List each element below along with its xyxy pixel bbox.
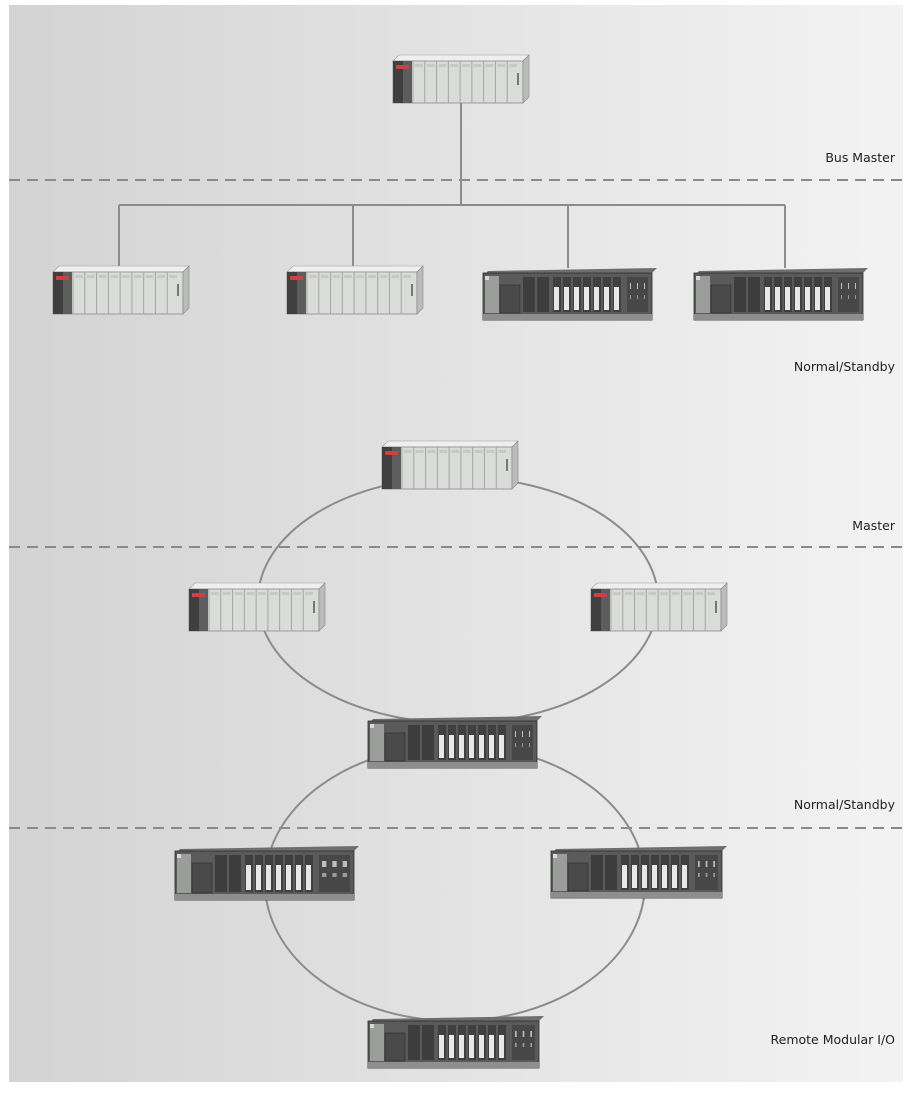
remote-io-right-io-rack (550, 846, 727, 899)
remote-io-left-io-rack (174, 846, 359, 901)
bus-slave-io-1-io-rack (482, 268, 657, 321)
ring-junction-io-io-rack (367, 716, 542, 769)
label-normal-standby-bottom: Normal/Standby (794, 797, 896, 812)
remote-io-bottom-io-rack (367, 1016, 544, 1069)
bus-slave-io-2-io-rack (693, 268, 868, 321)
ring-plc-left-plc-rack (188, 582, 326, 632)
label-remote-modular-io: Remote Modular I/O (771, 1032, 896, 1047)
ring-plc-right-plc-rack (590, 582, 728, 632)
bus-slave-plc-2-plc-rack (286, 265, 424, 315)
label-normal-standby-top: Normal/Standby (794, 359, 896, 374)
diagram-background (9, 5, 903, 1082)
bus-master-plc-plc-rack (392, 54, 530, 104)
label-bus-master: Bus Master (825, 150, 896, 165)
ring-master-plc-plc-rack (381, 440, 519, 490)
label-master: Master (852, 518, 896, 533)
bus-slave-plc-1-plc-rack (52, 265, 190, 315)
bus-connector (118, 102, 786, 268)
